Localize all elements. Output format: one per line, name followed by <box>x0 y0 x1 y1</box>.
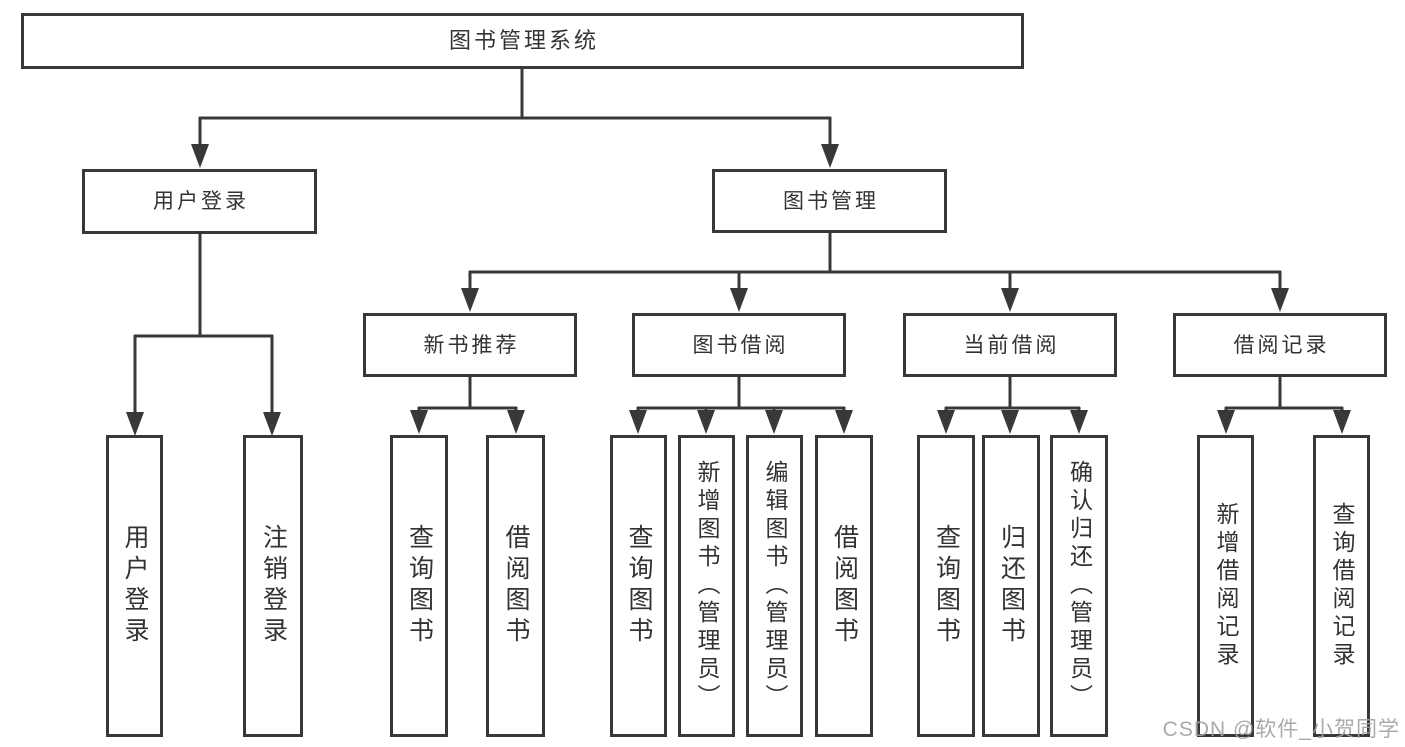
leaf-edit-books-admin-label: 编辑图书（管理员） <box>762 460 788 712</box>
node-book-borrowing-label: 图书借阅 <box>692 333 789 357</box>
node-borrowing-records-label: 借阅记录 <box>1233 333 1330 357</box>
node-user-login: 用户登录 <box>82 169 317 234</box>
leaf-query-borrow-record: 查询借阅记录 <box>1313 435 1370 737</box>
leaf-add-books-admin: 新增图书（管理员） <box>678 435 735 737</box>
node-current-borrowing: 当前借阅 <box>903 313 1117 377</box>
node-root-label: 图书管理系统 <box>448 28 599 53</box>
leaf-borrowing-query-books-label: 查询图书 <box>625 524 653 648</box>
arrowheads <box>126 144 1351 436</box>
leaf-add-borrow-record: 新增借阅记录 <box>1197 435 1254 737</box>
node-new-book-recommend-label: 新书推荐 <box>423 333 520 357</box>
leaf-edit-books-admin: 编辑图书（管理员） <box>746 435 803 737</box>
leaf-borrowing-query-books: 查询图书 <box>610 435 667 737</box>
leaf-logout: 注销登录 <box>243 435 303 737</box>
leaf-recommend-borrow-books-label: 借阅图书 <box>502 524 530 648</box>
leaf-confirm-return-admin-label: 确认归还（管理员） <box>1066 460 1093 712</box>
node-root-system: 图书管理系统 <box>21 13 1024 69</box>
leaf-recommend-borrow-books: 借阅图书 <box>486 435 545 737</box>
leaf-borrowing-borrow-books: 借阅图书 <box>815 435 873 737</box>
node-book-borrowing: 图书借阅 <box>632 313 846 377</box>
leaf-borrowing-borrow-books-label: 借阅图书 <box>830 524 859 648</box>
leaf-user-login-label: 用户登录 <box>121 524 149 648</box>
node-book-management-label: 图书管理 <box>783 189 879 213</box>
node-current-borrowing-label: 当前借阅 <box>963 333 1060 357</box>
csdn-watermark: CSDN @软件_小贺同学 <box>1162 718 1400 741</box>
node-user-login-label: 用户登录 <box>153 190 249 213</box>
node-book-management: 图书管理 <box>712 169 947 233</box>
connector-shafts <box>133 69 1344 425</box>
leaf-return-books-label: 归还图书 <box>997 524 1026 648</box>
leaf-current-query-books-label: 查询图书 <box>932 524 961 648</box>
leaf-current-query-books: 查询图书 <box>917 435 975 737</box>
leaf-logout-label: 注销登录 <box>259 524 288 648</box>
leaf-query-borrow-record-label: 查询借阅记录 <box>1329 502 1355 670</box>
leaf-confirm-return-admin: 确认归还（管理员） <box>1050 435 1108 737</box>
leaf-add-borrow-record-label: 新增借阅记录 <box>1213 502 1239 670</box>
leaf-return-books: 归还图书 <box>982 435 1040 737</box>
node-new-book-recommend: 新书推荐 <box>363 313 577 377</box>
leaf-recommend-query-books: 查询图书 <box>390 435 448 737</box>
leaf-add-books-admin-label: 新增图书（管理员） <box>694 460 720 712</box>
leaf-recommend-query-books-label: 查询图书 <box>405 524 434 648</box>
node-borrowing-records: 借阅记录 <box>1173 313 1387 377</box>
leaf-user-login: 用户登录 <box>106 435 163 737</box>
